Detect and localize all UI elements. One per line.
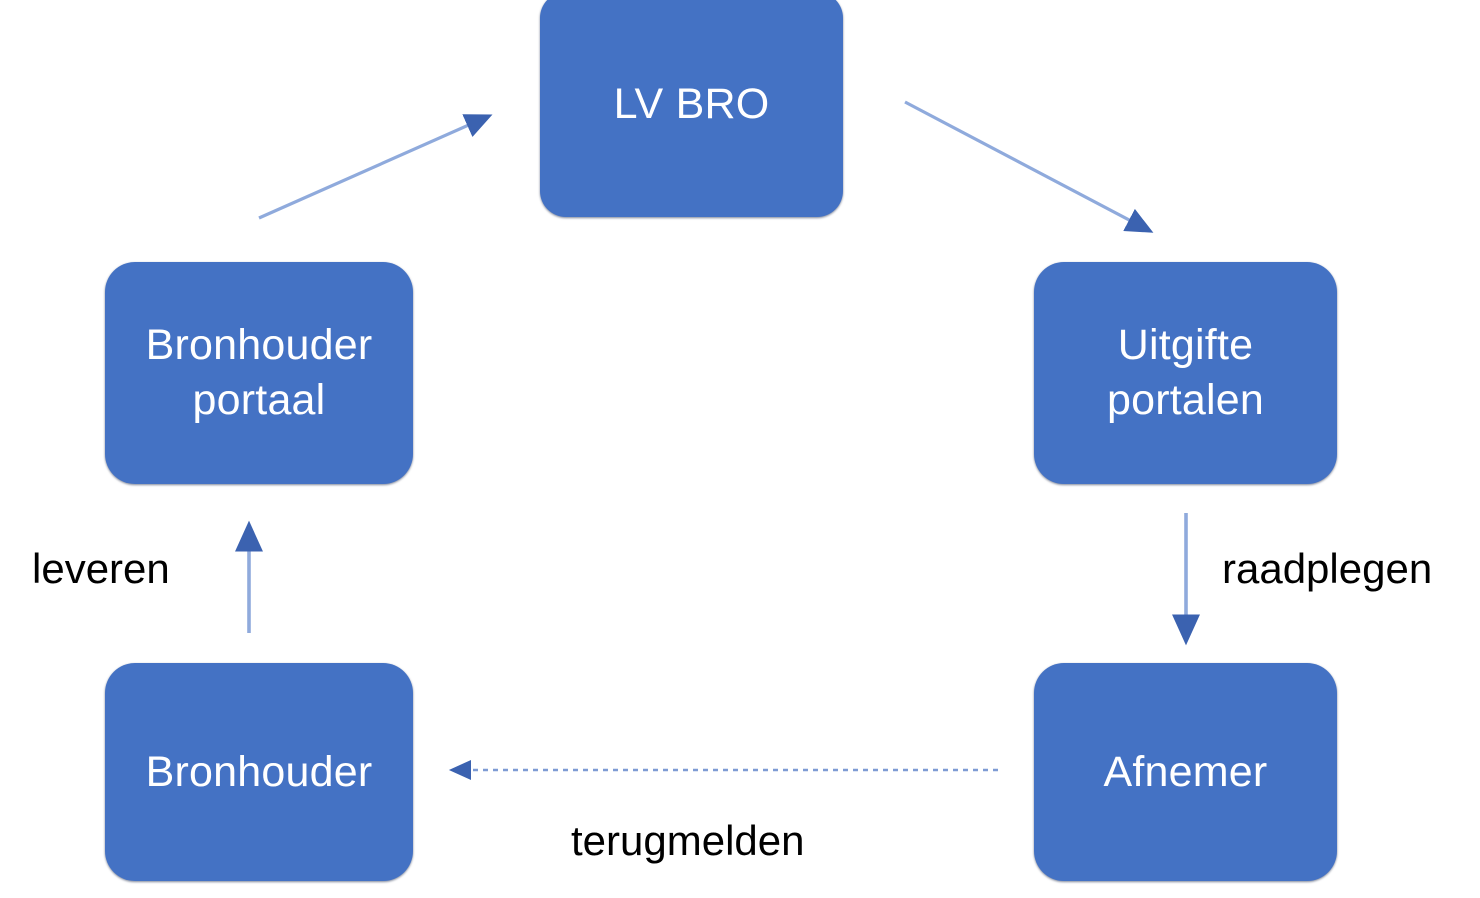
node-lv-bro[interactable]: LV BRO: [540, 0, 843, 217]
edge-label-terugmelden: terugmelden: [571, 817, 805, 864]
node-afnemer[interactable]: Afnemer: [1034, 663, 1337, 881]
node-bronhouder[interactable]: Bronhouder: [105, 663, 413, 881]
node-lv-bro-label: LV BRO: [613, 80, 770, 129]
node-bronhouder-portaal[interactable]: Bronhouder portaal: [105, 262, 413, 484]
edge-label-raadplegen: raadplegen: [1222, 545, 1433, 592]
edge-lv-bro-to-uitgifte-portalen: [904, 100, 1154, 233]
node-bronhouder-portaal-label: Bronhouder portaal: [145, 321, 373, 424]
edge-label-leveren: leveren: [32, 545, 170, 592]
edge-bronhouder-portaal-to-lv-bro: [258, 114, 493, 220]
node-uitgifte-portalen[interactable]: Uitgifte portalen: [1034, 262, 1337, 484]
node-uitgifte-portalen-label: Uitgifte portalen: [1107, 321, 1264, 424]
node-bronhouder-label: Bronhouder: [145, 747, 373, 796]
node-afnemer-label: Afnemer: [1103, 747, 1268, 796]
